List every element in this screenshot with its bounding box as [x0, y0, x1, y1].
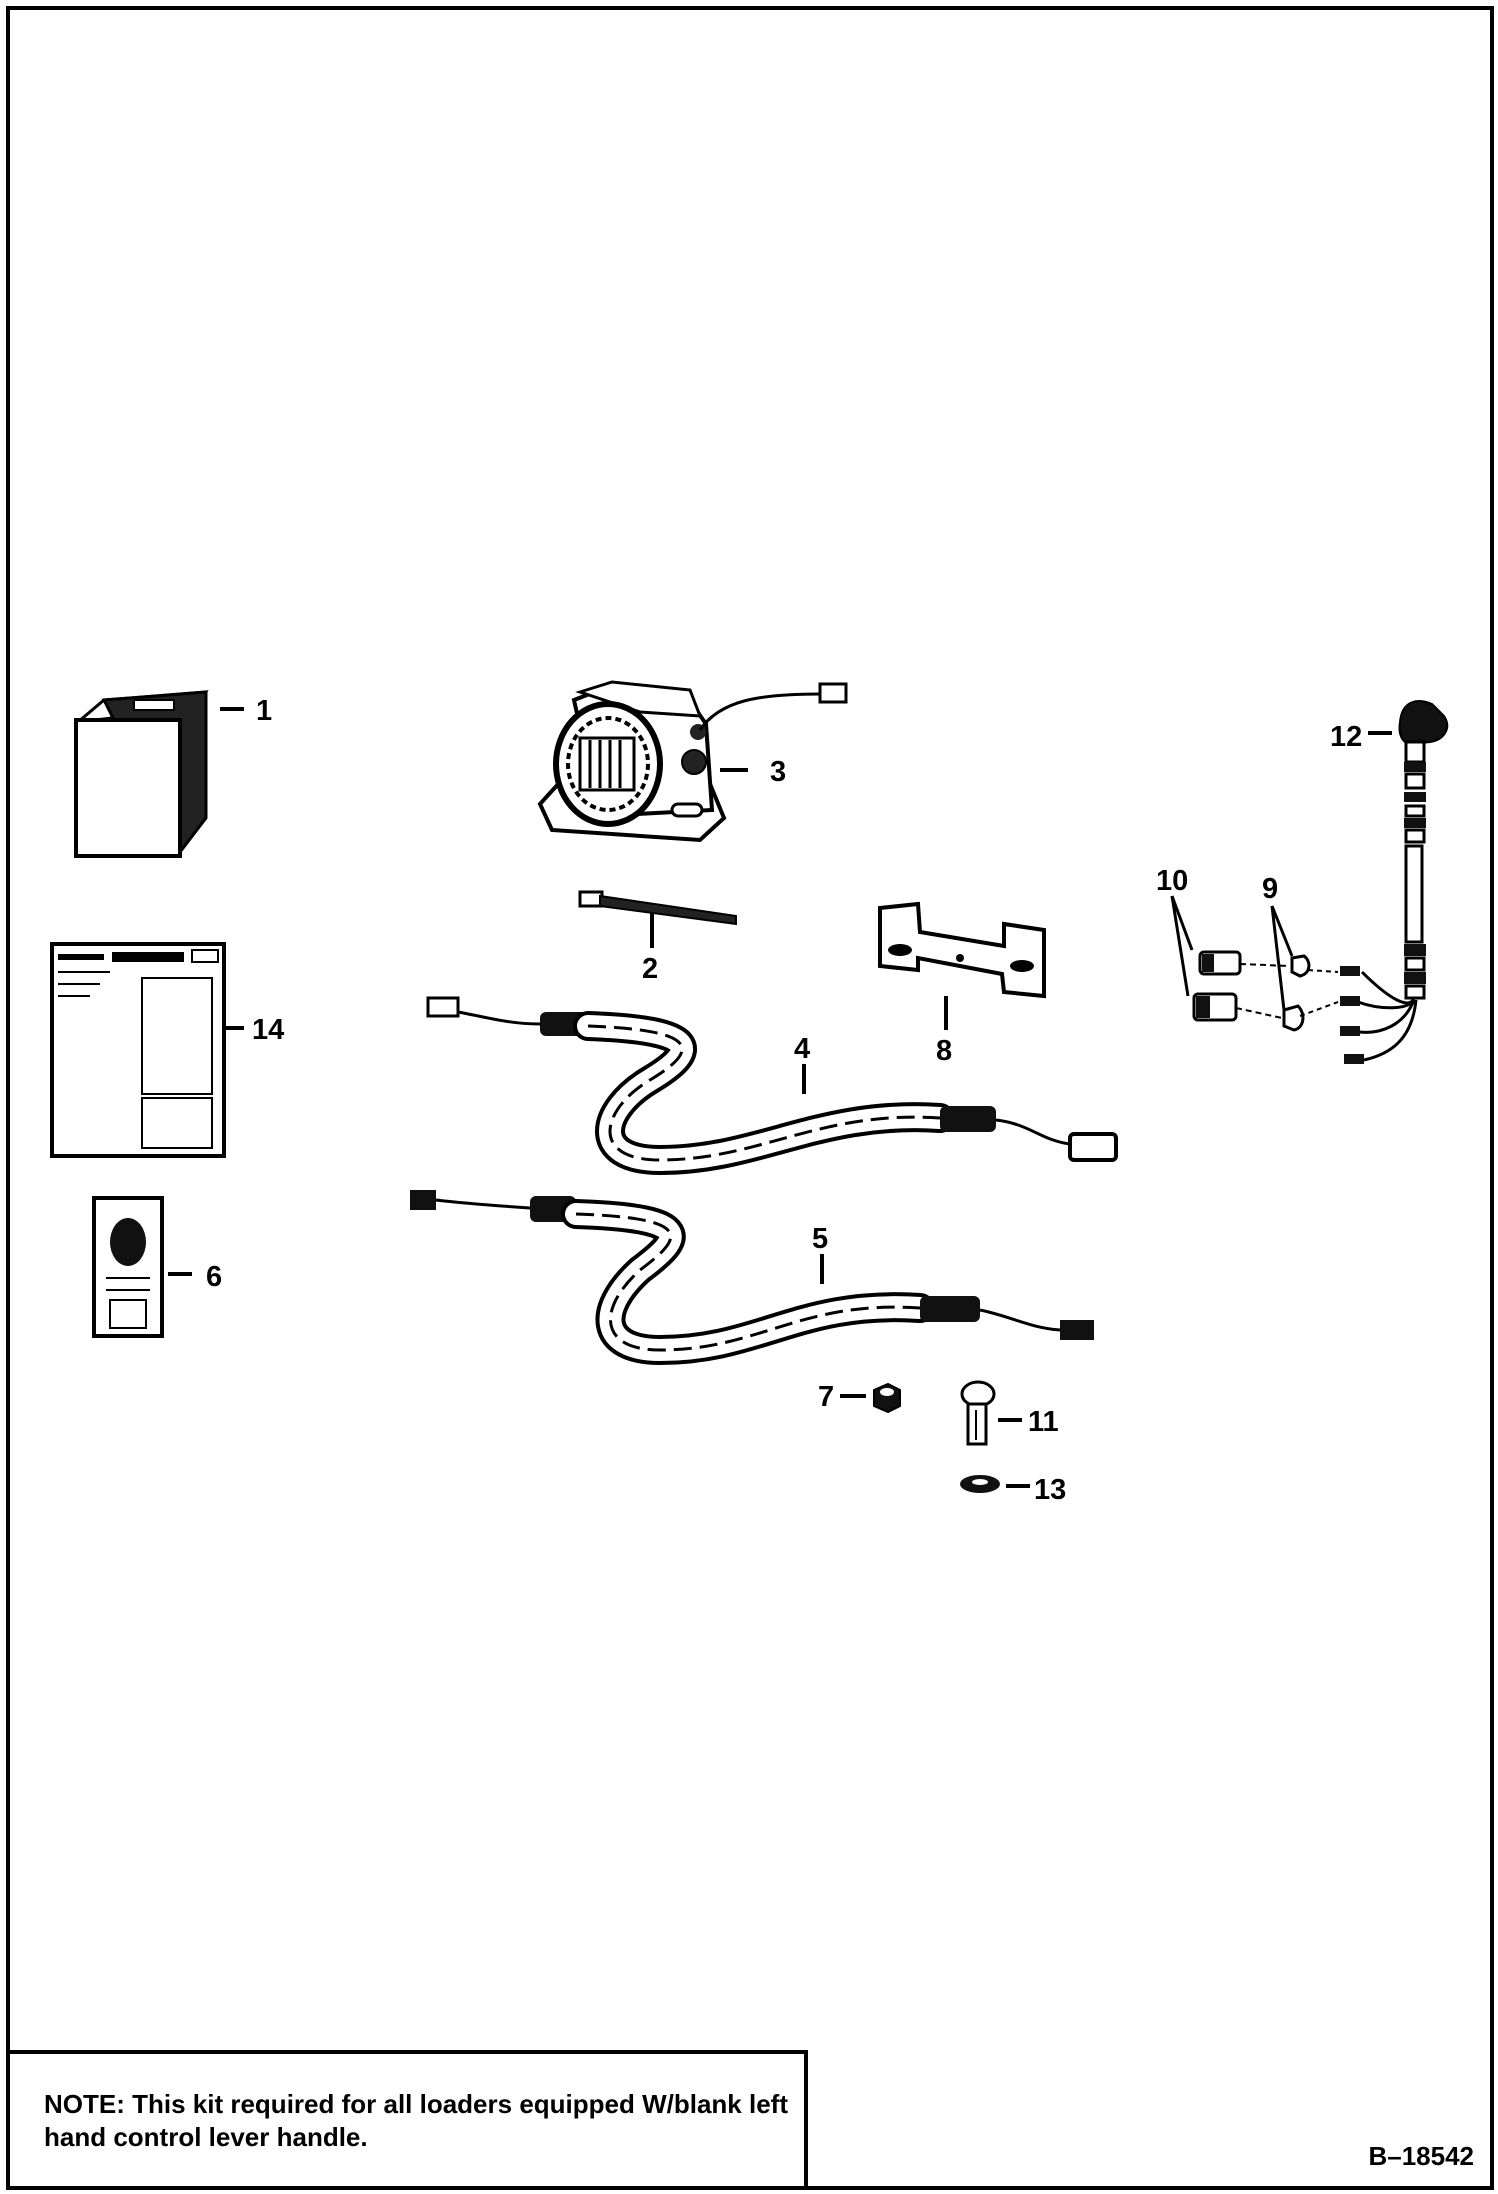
- callout-12: 12: [1330, 721, 1362, 753]
- callout-6: 6: [206, 1261, 222, 1293]
- callout-10: 10: [1156, 865, 1188, 897]
- note-lead: NOTE:: [44, 2089, 125, 2119]
- note-box: [6, 2050, 808, 2186]
- callout-8: 8: [936, 1035, 952, 1067]
- figure-id: B–18542: [1368, 2141, 1474, 2171]
- note-text: NOTE: This kit required for all loaders …: [44, 2088, 804, 2154]
- part-4-harness: [426, 996, 1118, 1176]
- part-2-cable-tie: [578, 890, 737, 926]
- part-13-washer: [960, 1475, 1000, 1493]
- part-5-harness: [410, 1190, 1094, 1366]
- part-9-clips: [1282, 954, 1311, 1032]
- callout-7: 7: [818, 1381, 834, 1413]
- part-8-bracket: [878, 901, 1046, 999]
- part-7-nut: [873, 1382, 901, 1414]
- callout-4: 4: [794, 1033, 810, 1065]
- callout-11: 11: [1028, 1406, 1059, 1438]
- note-body: This kit required for all loaders equipp…: [44, 2089, 788, 2152]
- part-3-backup-alarm: [537, 680, 848, 843]
- part-12-switch-harness: [1340, 700, 1449, 1064]
- callout-3: 3: [770, 756, 786, 788]
- part-11-bolt: [960, 1380, 996, 1446]
- callout-1: 1: [256, 695, 272, 727]
- part-14-instructions-sheet: [50, 942, 226, 1158]
- part-10-terminals: [1192, 950, 1242, 1022]
- part-1-relay-box: [73, 690, 209, 858]
- callout-2: 2: [642, 953, 658, 985]
- callout-13: 13: [1034, 1474, 1066, 1506]
- callout-14: 14: [252, 1014, 284, 1046]
- callout-9: 9: [1262, 873, 1278, 905]
- callout-5: 5: [812, 1223, 828, 1255]
- part-6-decal: [92, 1196, 164, 1338]
- page-border: [6, 6, 1494, 2190]
